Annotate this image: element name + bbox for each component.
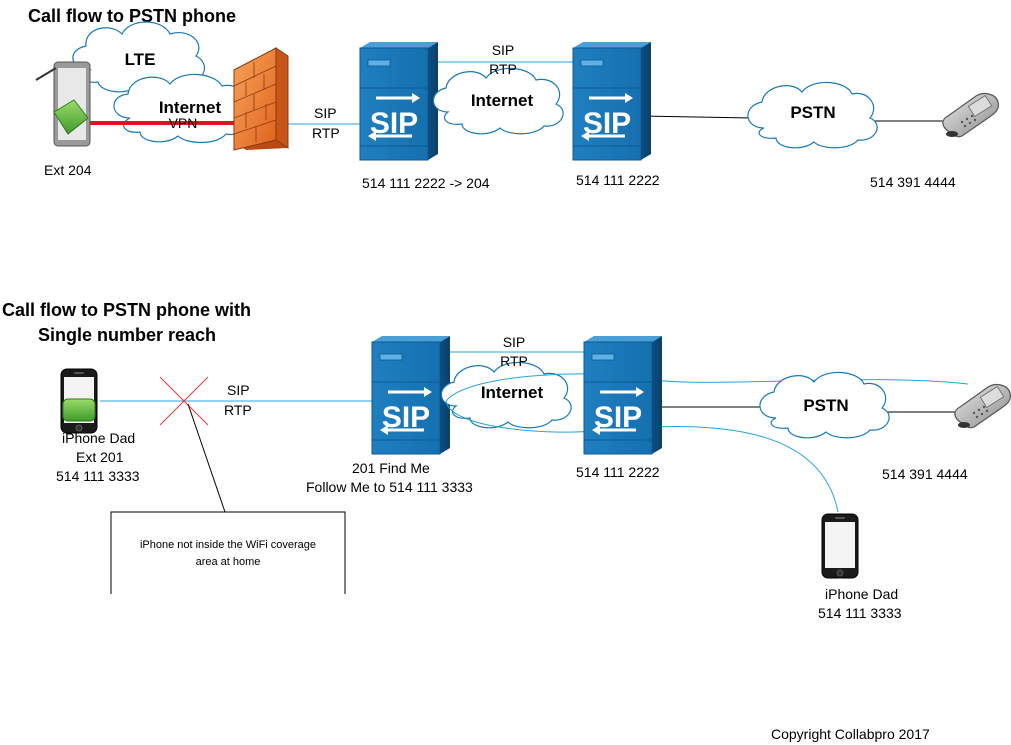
d2-rtp-label: RTP bbox=[224, 402, 252, 418]
handset-icon bbox=[942, 92, 999, 138]
sip-server-3: SIP bbox=[370, 334, 452, 456]
no-wifi-x-icon bbox=[159, 376, 209, 426]
note-box: iPhone not inside the WiFi coverage area… bbox=[110, 511, 346, 594]
d1-rtp-top-label: RTP bbox=[489, 61, 517, 77]
d2-internet-cloud-label: Internet bbox=[481, 383, 544, 402]
lte-cloud-label: LTE bbox=[125, 50, 156, 69]
phone-caption: 514 391 4444 bbox=[870, 174, 956, 190]
sip-server-3-logo: SIP bbox=[382, 401, 430, 434]
d2-handset-icon bbox=[954, 383, 1011, 429]
lte-cloud: LTE bbox=[72, 21, 206, 94]
d2-pstn-cloud-label: PSTN bbox=[803, 396, 848, 415]
internet-cloud-mid: Internet bbox=[432, 67, 564, 135]
sip-server-1: SIP bbox=[358, 40, 440, 162]
server2-caption: 514 111 2222 bbox=[576, 172, 660, 188]
iphone-dad-mobile bbox=[821, 513, 859, 579]
pstn-cloud: PSTN bbox=[747, 81, 878, 149]
server4-caption: 514 111 2222 bbox=[576, 464, 660, 480]
d2-internet-cloud: Internet bbox=[440, 361, 572, 429]
diagram2-title-line1: Call flow to PSTN phone with bbox=[2, 300, 251, 320]
iphone2-line2: 514 111 3333 bbox=[818, 605, 902, 621]
server2-pstn-line bbox=[639, 115, 753, 119]
internet-cloud-mid-label: Internet bbox=[471, 91, 534, 110]
copyright-text: Copyright Collabpro 2017 bbox=[771, 726, 930, 742]
d1-rtp-label: RTP bbox=[312, 125, 340, 141]
ext204-label: Ext 204 bbox=[44, 162, 92, 178]
d1-sip-label: SIP bbox=[314, 105, 337, 121]
internet-cloud-left-label: Internet bbox=[159, 98, 222, 117]
note-line2: area at home bbox=[196, 556, 261, 568]
sip-server-4-logo: SIP bbox=[594, 401, 642, 434]
d2-pstn-cloud: PSTN bbox=[759, 371, 890, 439]
vpn-label: VPN bbox=[169, 115, 198, 131]
firewall-icon bbox=[233, 47, 289, 151]
sip-server-1-logo: SIP bbox=[370, 107, 418, 140]
iphone1-line1: iPhone Dad bbox=[62, 430, 135, 446]
server3-caption-line1: 201 Find Me bbox=[352, 460, 430, 476]
sip-server-2: SIP bbox=[571, 40, 653, 162]
d2-rtp-top-label: RTP bbox=[500, 353, 528, 369]
iphone-dad-ext201 bbox=[60, 368, 98, 434]
sip-server-4: SIP bbox=[582, 334, 664, 456]
iphone2-line1: iPhone Dad bbox=[825, 586, 898, 602]
diagram1-title: Call flow to PSTN phone bbox=[28, 6, 236, 26]
d2-phone-caption: 514 391 4444 bbox=[882, 466, 968, 482]
note-pointer-line bbox=[187, 403, 226, 513]
pstn-cloud-label: PSTN bbox=[790, 103, 835, 122]
iphone1-line2: Ext 201 bbox=[76, 449, 124, 465]
d1-sip-top-label: SIP bbox=[492, 42, 515, 58]
sip-server-2-logo: SIP bbox=[583, 107, 631, 140]
diagram2-title-line2: Single number reach bbox=[38, 325, 216, 345]
iphone1-line3: 514 111 3333 bbox=[56, 468, 140, 484]
server1-caption: 514 111 2222 -> 204 bbox=[362, 175, 490, 191]
server3-caption-line2: Follow Me to 514 111 3333 bbox=[306, 479, 473, 495]
note-line1: iPhone not inside the WiFi coverage bbox=[140, 539, 316, 551]
d2-sip-label: SIP bbox=[227, 382, 250, 398]
d2-sip-top-label: SIP bbox=[503, 334, 526, 350]
tablet-device bbox=[35, 61, 91, 147]
internet-cloud-left: Internet bbox=[113, 73, 249, 144]
